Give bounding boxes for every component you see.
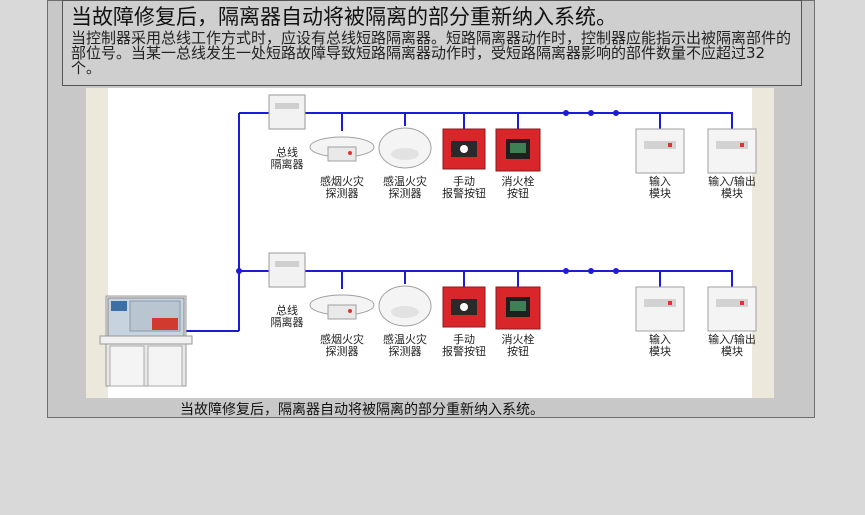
hydrant-icon [495, 128, 541, 172]
fire-alarm-controller [99, 295, 193, 387]
io-icon [707, 128, 757, 174]
smoke-icon [309, 136, 375, 162]
continuation-dot [563, 268, 569, 274]
device-label-line2: 按钮 [507, 344, 529, 358]
device-label-line1: 感温火灾 [383, 174, 427, 188]
smoke-icon [309, 294, 375, 320]
device-label-line2: 模块 [649, 187, 671, 200]
device-label-line2: 隔离器 [271, 315, 304, 329]
input-icon [635, 286, 685, 332]
device-label-line1: 输入/输出 [708, 174, 756, 188]
continuation-dot [588, 268, 594, 274]
device-label-line2: 模块 [649, 345, 671, 358]
device-label-line1: 感烟火灾 [320, 332, 364, 346]
device-label-line1: 手动 [453, 174, 475, 188]
heat-icon [378, 285, 432, 327]
device-label-line1: 输入 [649, 332, 671, 346]
manual-icon [442, 128, 486, 170]
caption-text: 当故障修复后，隔离器自动将被隔离的部分重新纳入系统。 [180, 402, 544, 418]
device-label-line2: 探测器 [326, 187, 359, 200]
device-label-line1: 输入 [649, 174, 671, 188]
bus-wiring-diagram: 总线隔离器感烟火灾探测器感温火灾探测器手动报警按钮消火栓按钮输入模块输入/输出模… [99, 94, 757, 387]
bus-continuation-dots [563, 110, 619, 274]
device-label-line1: 输入/输出 [708, 332, 756, 346]
continuation-dot [613, 268, 619, 274]
device-label-line2: 按钮 [507, 186, 529, 200]
bus-wires [186, 112, 733, 332]
device-icons [268, 94, 757, 332]
panel-left-border [86, 88, 108, 398]
isolator-icon [268, 252, 306, 288]
isolator-icon [268, 94, 306, 130]
device-label-line2: 探测器 [389, 187, 422, 200]
device-label-line2: 报警按钮 [442, 186, 486, 200]
continuation-dot [588, 110, 594, 116]
device-label-line1: 手动 [453, 332, 475, 346]
device-label-line2: 隔离器 [271, 157, 304, 171]
device-labels: 总线隔离器感烟火灾探测器感温火灾探测器手动报警按钮消火栓按钮输入模块输入/输出模… [271, 145, 756, 358]
page-title: 当故障修复后，隔离器自动将被隔离的部分重新纳入系统。 [71, 5, 617, 29]
panel-right-border [752, 88, 774, 398]
device-label-line1: 总线 [276, 303, 298, 317]
device-label-line2: 模块 [721, 345, 743, 358]
device-label-line1: 感温火灾 [383, 332, 427, 346]
device-label-line1: 总线 [276, 145, 298, 159]
hydrant-icon [495, 286, 541, 330]
header-box: 当故障修复后，隔离器自动将被隔离的部分重新纳入系统。 当控制器采用总线工作方式时… [62, 0, 802, 86]
io-icon [707, 286, 757, 332]
diagram-panel: 总线隔离器感烟火灾探测器感温火灾探测器手动报警按钮消火栓按钮输入模块输入/输出模… [86, 88, 774, 398]
device-label-line1: 消火栓 [502, 174, 535, 188]
input-icon [635, 128, 685, 174]
manual-icon [442, 286, 486, 328]
description-text: 当控制器采用总线工作方式时，应设有总线短路隔离器。短路隔离器动作时，控制器应能指… [71, 29, 792, 77]
device-label-line2: 模块 [721, 187, 743, 200]
device-label-line1: 感烟火灾 [320, 174, 364, 188]
device-label-line2: 报警按钮 [442, 344, 486, 358]
continuation-dot [563, 110, 569, 116]
device-label-line2: 探测器 [389, 345, 422, 358]
device-label-line2: 探测器 [326, 345, 359, 358]
heat-icon [378, 127, 432, 169]
device-label-line1: 消火栓 [502, 332, 535, 346]
continuation-dot [613, 110, 619, 116]
